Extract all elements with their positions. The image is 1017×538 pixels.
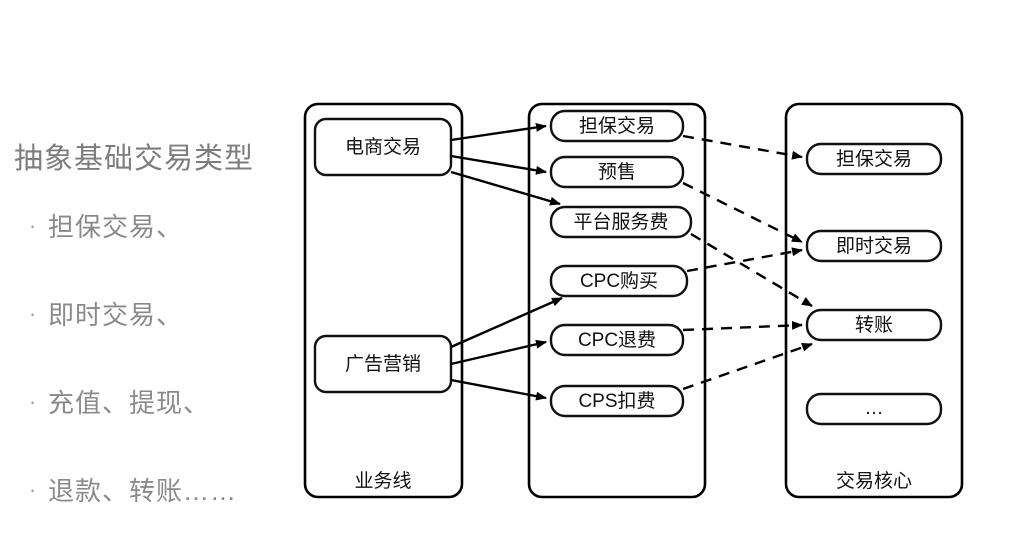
column-label-business-line: 业务线: [354, 470, 411, 492]
node-presale[interactable]: [549, 155, 685, 189]
list-item-label: 充值、提现、: [48, 388, 211, 418]
node-ecommerce-trade-label: 电商交易: [345, 136, 421, 158]
edge-ad-to-cpc-refund: [450, 339, 547, 366]
edge-platform-fee-to-core-transfer: [690, 232, 813, 308]
list-item: · 充值、提现、: [18, 383, 210, 420]
node-ecommerce-trade[interactable]: [313, 117, 453, 177]
edge-ad-to-cps-deduction: [450, 378, 547, 401]
node-ad-marketing-label: 广告营销: [345, 353, 421, 375]
node-cpc-purchase[interactable]: [549, 264, 689, 298]
node-core-escrow-trade[interactable]: [805, 142, 943, 176]
node-core-transfer[interactable]: [805, 308, 943, 342]
edge-cps-deduction-to-core-transfer: [682, 342, 813, 391]
node-presale-label: 预售: [598, 161, 636, 183]
bullet-dot-icon: ·: [28, 476, 38, 502]
edge-escrow-to-core-escrow: [682, 134, 803, 160]
page-title: 抽象基础交易类型: [14, 143, 255, 175]
edge-presale-to-core-instant: [682, 181, 803, 244]
node-core-escrow-trade-label: 担保交易: [836, 148, 912, 170]
list-item-label: 即时交易、: [48, 300, 184, 330]
edge-ecommerce-to-escrow: [450, 123, 547, 142]
bullet-dot-icon: ·: [28, 212, 38, 238]
column-label-trade-core: 交易核心: [836, 470, 912, 492]
bullet-dot-icon: ·: [28, 300, 38, 326]
edge-ad-to-cpc-purchase: [450, 296, 563, 349]
node-cpc-purchase-label: CPC购买: [580, 270, 658, 292]
node-core-more[interactable]: [805, 392, 943, 426]
column-container-business-line: [303, 102, 464, 499]
edge-cpc-refund-to-core-transfer: [682, 320, 803, 332]
edge-cpc-purchase-to-core-instant: [686, 247, 803, 273]
edge-ecommerce-to-presale: [450, 154, 547, 175]
node-core-transfer-label: 转账: [855, 314, 893, 336]
list-item: · 退款、转账……: [18, 471, 237, 508]
list-item-label: 退款、转账……: [48, 476, 238, 506]
node-core-instant-trade-label: 即时交易: [836, 235, 912, 257]
list-item: · 即时交易、: [18, 295, 183, 332]
node-escrow-trade[interactable]: [549, 109, 685, 143]
bullet-dot-icon: ·: [28, 388, 38, 414]
node-core-instant-trade[interactable]: [805, 229, 943, 263]
node-platform-service-fee-label: 平台服务费: [573, 211, 668, 233]
node-cps-deduction-label: CPS扣费: [578, 390, 655, 412]
node-escrow-trade-label: 担保交易: [579, 115, 655, 137]
node-cpc-refund-label: CPC退费: [578, 329, 656, 351]
list-item-label: 担保交易、: [48, 212, 184, 242]
node-platform-service-fee[interactable]: [549, 205, 693, 239]
node-cpc-refund[interactable]: [549, 323, 685, 357]
node-core-more-label: …: [865, 398, 884, 419]
node-cps-deduction[interactable]: [549, 384, 685, 418]
edge-ecommerce-to-platform-service-fee: [450, 170, 561, 206]
list-item: · 担保交易、: [18, 207, 183, 244]
